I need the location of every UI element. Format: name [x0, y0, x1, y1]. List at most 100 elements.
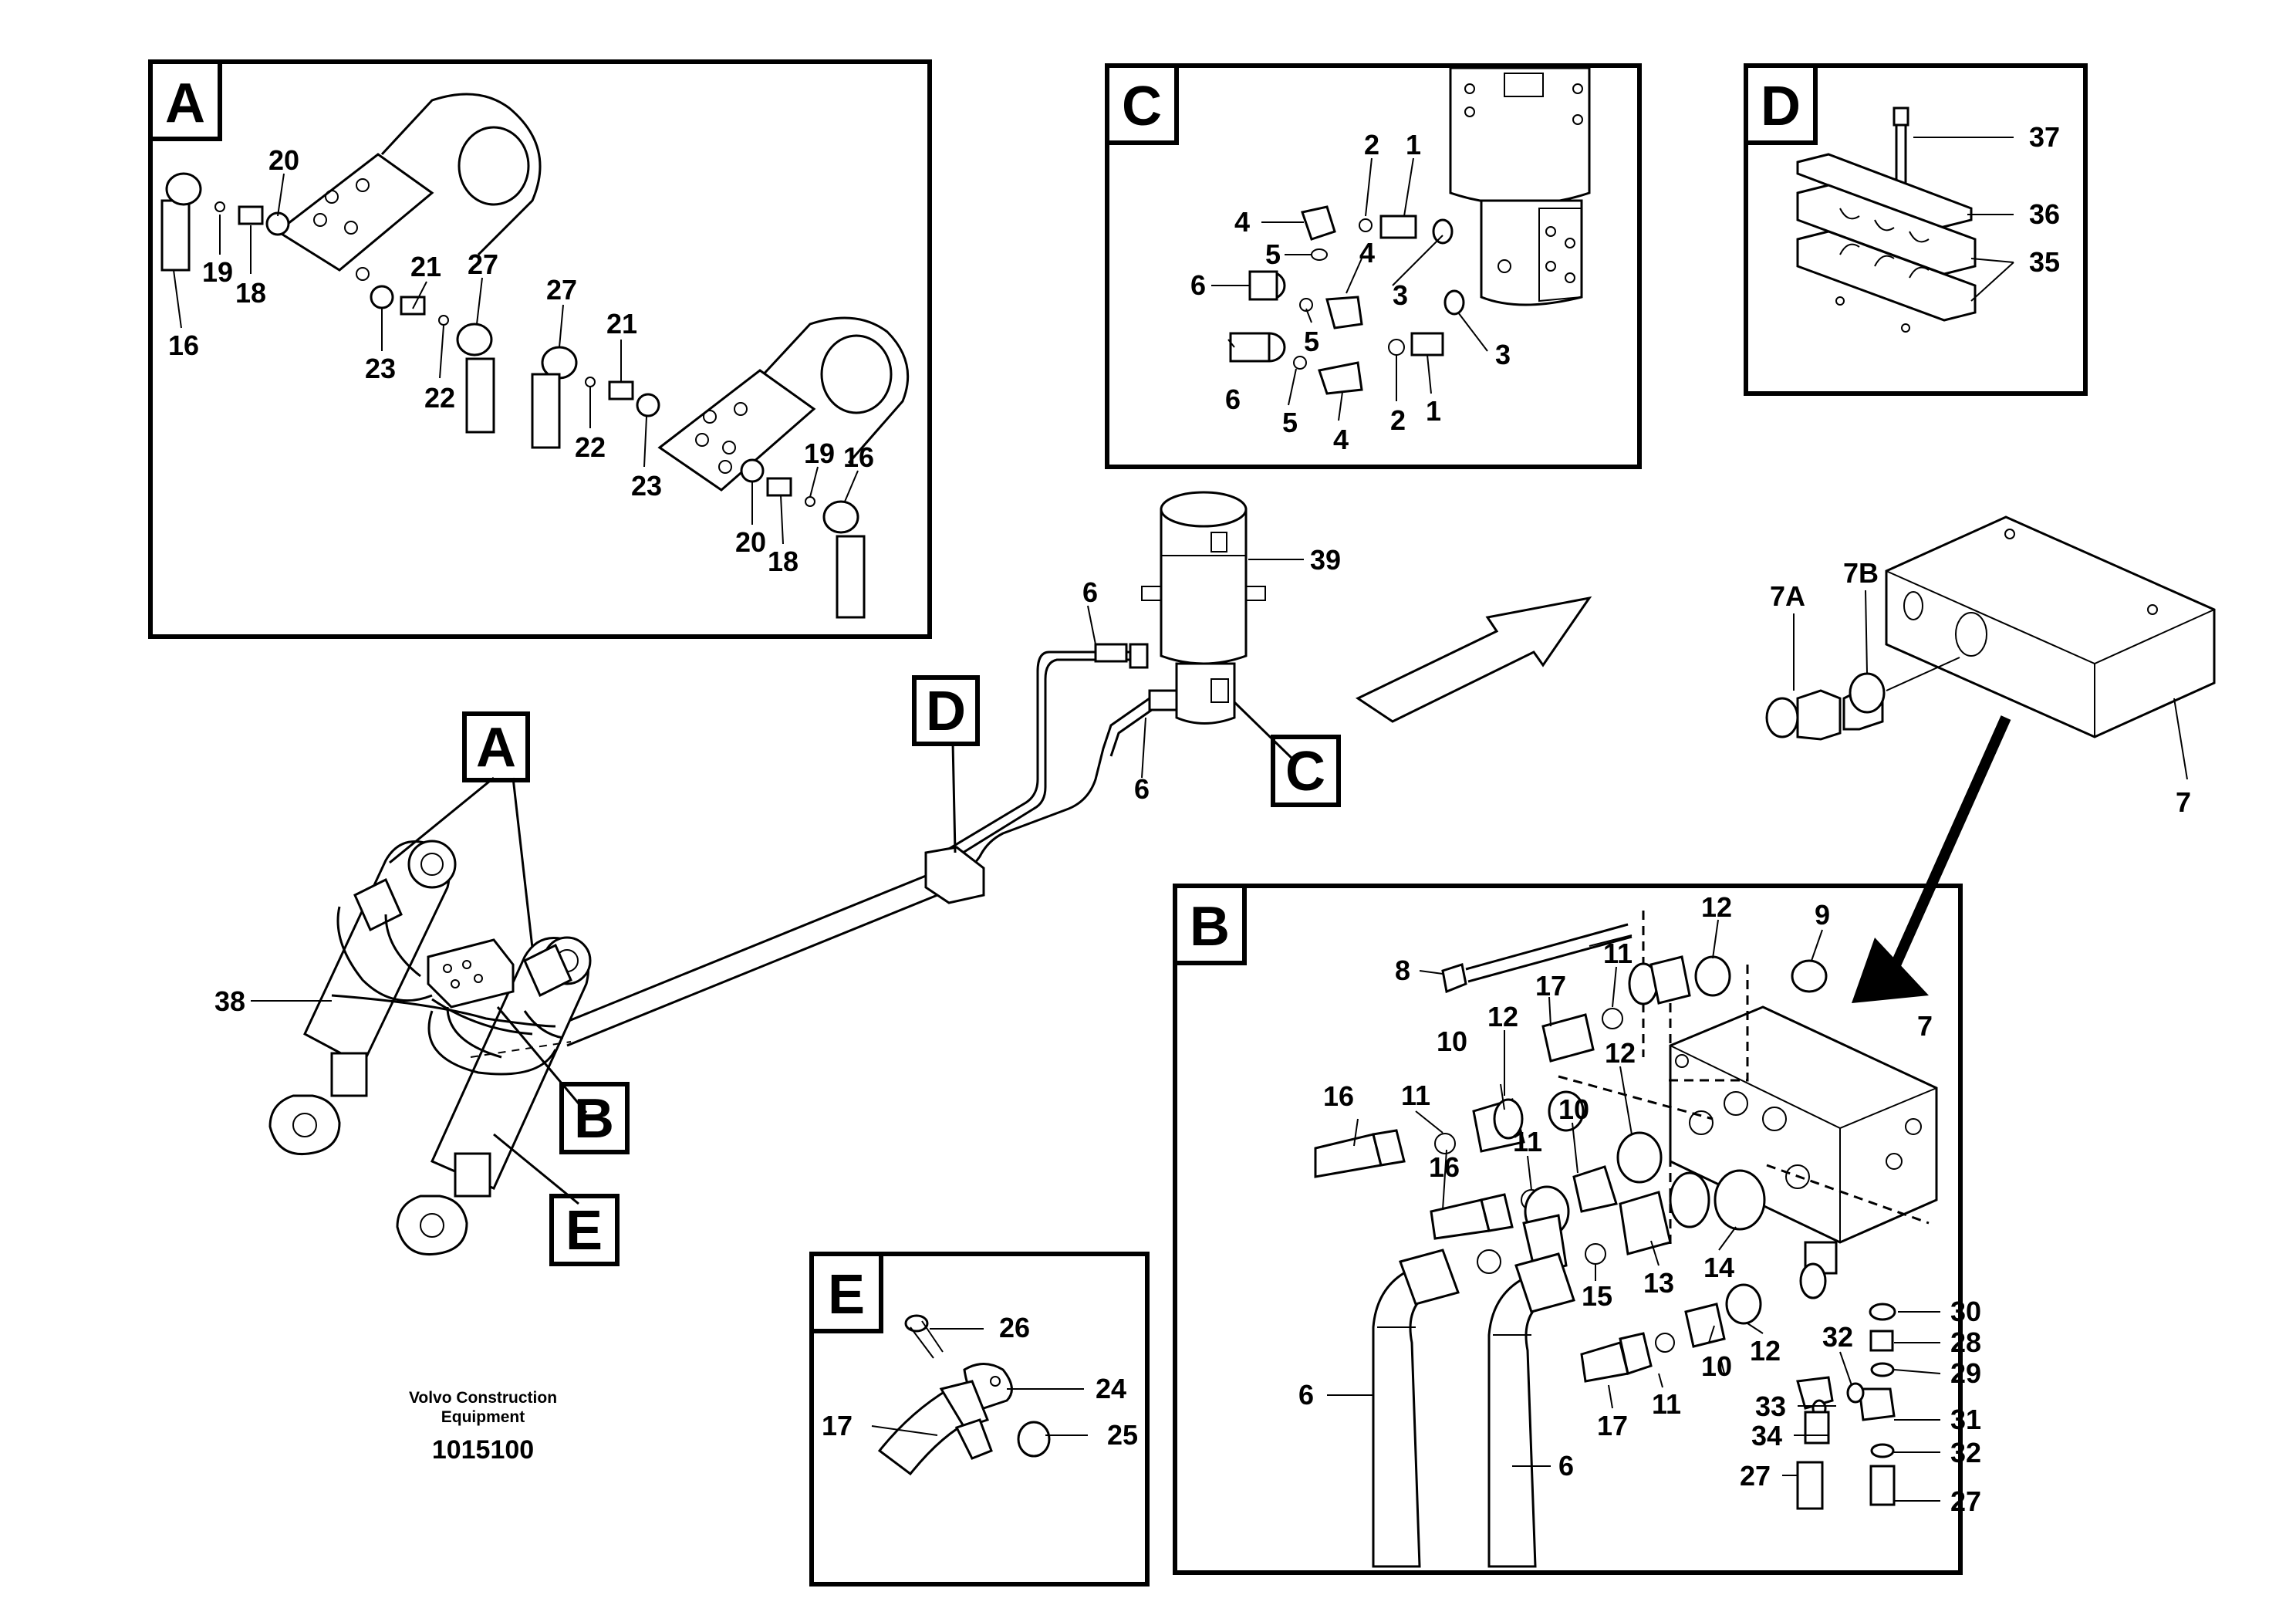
label-b-28: 28	[1950, 1326, 1981, 1358]
label-b-12-top: 12	[1701, 891, 1732, 923]
label-c-3b: 3	[1495, 339, 1511, 370]
block-7-labels: 7A 7B 7	[1770, 557, 2191, 818]
label-a-19b: 19	[804, 438, 835, 469]
detail-box-a: A	[148, 59, 932, 639]
label-7b: 7B	[1843, 557, 1879, 589]
label-b-10-mid: 10	[1558, 1093, 1589, 1125]
figure-number: 1015100	[432, 1435, 534, 1465]
label-c-2: 2	[1364, 129, 1379, 161]
label-b-11-bottom: 11	[1652, 1388, 1681, 1420]
label-c-4c: 4	[1333, 424, 1349, 455]
label-b-16-mid: 16	[1429, 1151, 1460, 1183]
label-b-17-bottom: 17	[1597, 1410, 1628, 1441]
label-e-26: 26	[999, 1312, 1030, 1343]
label-a-23: 23	[365, 353, 396, 384]
callout-e: E	[549, 1194, 620, 1266]
label-7: 7	[2176, 786, 2191, 818]
label-7a: 7A	[1770, 580, 1805, 612]
label-a-16b: 16	[843, 441, 874, 473]
label-c-1b: 1	[1426, 395, 1441, 427]
label-d-36: 36	[2029, 198, 2060, 230]
box-c-letter: C	[1122, 76, 1162, 137]
label-b-10-bottom: 10	[1701, 1350, 1732, 1382]
box-d-letter: D	[1761, 76, 1801, 137]
valve-block-7	[1765, 515, 2216, 1003]
label-b-29: 29	[1950, 1357, 1981, 1389]
label-d-37: 37	[2029, 121, 2060, 153]
label-b-11-mid: 11	[1513, 1126, 1542, 1157]
label-main-39: 39	[1310, 544, 1341, 576]
main-labels: 6 39 6 38	[214, 544, 1341, 1017]
label-b-31: 31	[1950, 1404, 1981, 1435]
callout-c: C	[1271, 735, 1341, 807]
label-e-17: 17	[822, 1410, 853, 1441]
label-b-10: 10	[1437, 1026, 1467, 1057]
label-c-2b: 2	[1390, 404, 1406, 436]
label-b-16-left: 16	[1323, 1080, 1354, 1112]
label-b-12-mid: 12	[1605, 1037, 1636, 1069]
label-a-18: 18	[235, 277, 266, 309]
label-a-16: 16	[168, 329, 199, 361]
label-a-20b: 20	[735, 526, 766, 558]
label-a-22b: 22	[575, 431, 606, 463]
box-e-labels: 26 24 17 25	[822, 1312, 1138, 1451]
label-b-8: 8	[1395, 955, 1410, 986]
label-b-15: 15	[1582, 1280, 1612, 1312]
box-a-labels: 20 19 18 16 21 27 23 22 27 21 22 23 19 1…	[168, 144, 874, 577]
label-b-11-top: 11	[1603, 938, 1633, 969]
label-a-22: 22	[424, 382, 455, 414]
label-c-6: 6	[1190, 269, 1206, 301]
label-a-23b: 23	[631, 470, 662, 502]
svg-text:D: D	[926, 681, 966, 742]
label-c-4: 4	[1234, 206, 1250, 238]
label-main-38: 38	[214, 985, 245, 1017]
label-b-14: 14	[1703, 1252, 1734, 1283]
label-c-3: 3	[1393, 279, 1408, 311]
label-b-17-top: 17	[1535, 970, 1566, 1002]
label-a-21: 21	[410, 251, 441, 282]
label-e-24: 24	[1096, 1373, 1126, 1404]
label-e-25: 25	[1107, 1419, 1138, 1451]
label-b-6-left: 6	[1298, 1379, 1314, 1411]
svg-text:C: C	[1285, 741, 1325, 803]
label-b-33: 33	[1755, 1391, 1786, 1422]
box-d-labels: 37 36 35	[2029, 121, 2060, 278]
svg-text:E: E	[566, 1200, 603, 1262]
label-b-27-left: 27	[1740, 1460, 1771, 1492]
label-a-21b: 21	[606, 308, 637, 340]
label-b-12-left: 12	[1487, 1001, 1518, 1032]
label-a-27: 27	[468, 248, 498, 280]
label-b-11-left: 11	[1401, 1080, 1430, 1111]
label-c-5b: 5	[1304, 326, 1319, 357]
detail-box-e: E	[809, 1252, 1150, 1587]
svg-text:B: B	[574, 1088, 614, 1150]
detail-box-d: D	[1744, 63, 2088, 396]
label-c-5c: 5	[1282, 407, 1298, 438]
label-c-5: 5	[1265, 238, 1281, 270]
box-a-letter: A	[165, 73, 205, 134]
label-b-27-right: 27	[1950, 1485, 1981, 1517]
label-b-30: 30	[1950, 1296, 1981, 1327]
label-b-13: 13	[1643, 1267, 1674, 1299]
label-a-19: 19	[202, 256, 233, 288]
svg-text:A: A	[476, 717, 516, 779]
detail-box-c: C	[1105, 63, 1642, 469]
label-b-7: 7	[1917, 1010, 1933, 1042]
label-b-6-right: 6	[1558, 1450, 1574, 1482]
label-a-20: 20	[268, 144, 299, 176]
box-b-letter: B	[1190, 896, 1230, 958]
main-assembly	[251, 491, 1592, 1256]
label-main-6-upper: 6	[1082, 576, 1098, 608]
label-b-12-bottom: 12	[1750, 1335, 1781, 1367]
label-a-27b: 27	[546, 274, 577, 306]
footer-credit: Volvo Construction Equipment 1015100	[409, 1389, 557, 1465]
label-b-9: 9	[1815, 899, 1830, 931]
callout-d: D	[912, 675, 980, 746]
label-d-35: 35	[2029, 246, 2060, 278]
label-a-18b: 18	[768, 546, 799, 577]
box-c-labels: 2 1 4 5 4 6 5 3 6 5 4 2 1 3	[1190, 129, 1511, 455]
company-line-1: Volvo Construction	[409, 1389, 557, 1407]
label-c-6b: 6	[1225, 384, 1241, 415]
box-b-labels: 12 9 8 11 17 7 10 12 16 11 12 11 10 16 1…	[1298, 891, 1981, 1517]
